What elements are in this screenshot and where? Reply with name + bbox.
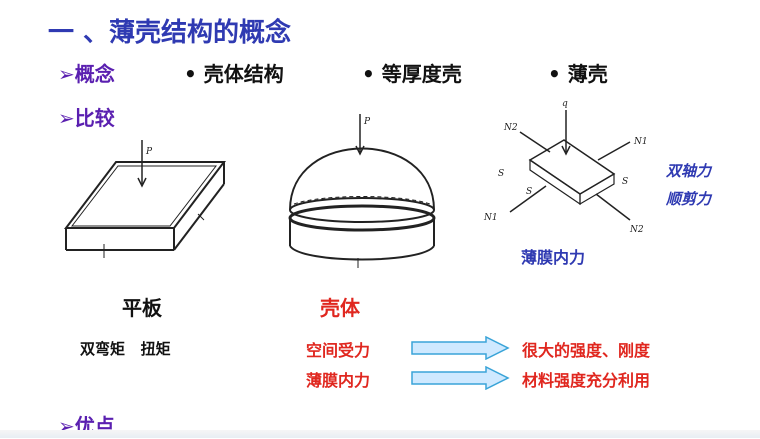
element-s-right-label: S — [622, 177, 628, 187]
element-n1-bottom-label: N1 — [483, 213, 498, 223]
page-title: 一 、薄壳结构的概念 — [48, 18, 292, 48]
element-s-bottom-label: S — [526, 187, 532, 197]
element-s-left-label: S — [498, 169, 504, 179]
concept-item-shell-structure: • 壳体结构 — [184, 62, 284, 86]
plate-load-label: P — [145, 147, 153, 157]
element-caption: 薄膜内力 — [521, 248, 586, 267]
plate-moments: 双弯矩 扭矩 — [80, 340, 171, 358]
shell-row-2-arrow — [411, 366, 510, 390]
shell-row-2-right: 材料强度充分利用 — [522, 371, 651, 390]
shell-row-1-right: 很大的强度、刚度 — [522, 341, 651, 360]
element-n1-top-label: N1 — [633, 137, 648, 147]
element-n2-bottom-label: N2 — [629, 225, 644, 235]
dome-load-label: P — [363, 117, 371, 127]
compare-label: ➢比较 — [58, 106, 115, 130]
plate-figure: P — [63, 140, 227, 258]
element-n2-top-label: N2 — [503, 123, 518, 133]
element-q-label: q — [562, 99, 568, 109]
plate-heading: 平板 — [122, 296, 162, 320]
side-note-shear-force: 顺剪力 — [666, 190, 712, 208]
concept-item-thin-shell: • 薄壳 — [548, 62, 608, 86]
shell-row-1-left: 空间受力 — [306, 341, 371, 360]
footer-bar — [0, 430, 760, 438]
concept-label: ➢概念 — [58, 62, 115, 86]
side-note-biaxial-force: 双轴力 — [666, 162, 712, 180]
shell-element-figure: q N2 N1 N1 N2 S S S — [483, 99, 648, 235]
shell-row-2-left: 薄膜内力 — [306, 371, 371, 390]
concept-item-uniform-thickness: • 等厚度壳 — [362, 62, 462, 86]
dome-figure: P — [288, 114, 436, 268]
shell-heading: 壳体 — [320, 296, 360, 320]
shell-row-1-arrow — [411, 336, 510, 360]
